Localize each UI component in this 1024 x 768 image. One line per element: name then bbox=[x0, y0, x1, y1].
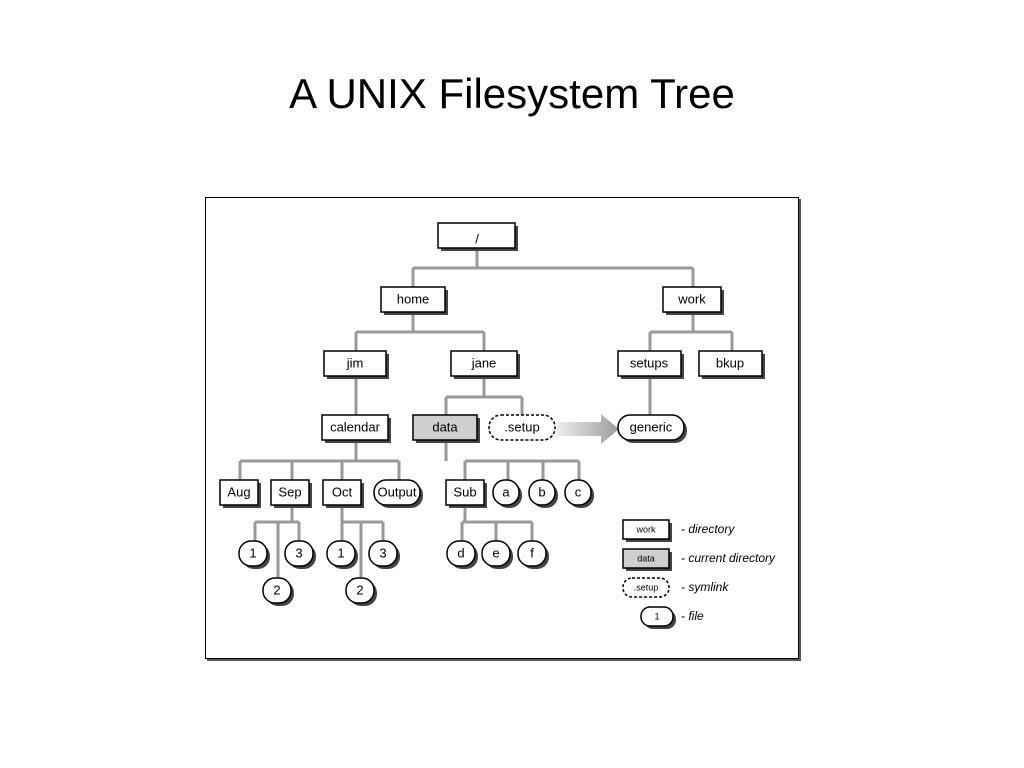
file-c: c bbox=[564, 479, 594, 508]
node-generic: generic bbox=[617, 414, 687, 443]
symlink-arrow bbox=[557, 414, 619, 444]
file-oct-1: 1 bbox=[326, 540, 358, 569]
file-d-label: d bbox=[457, 545, 464, 560]
node-work: work bbox=[662, 286, 724, 315]
node-setups: setups bbox=[617, 350, 684, 379]
node-setup-label: .setup bbox=[504, 419, 539, 434]
node-oct: Oct bbox=[322, 479, 364, 508]
legend-current-sample: data bbox=[637, 553, 655, 563]
node-sub: Sub bbox=[445, 479, 487, 508]
node-sub-label: Sub bbox=[453, 484, 476, 499]
file-oct-2: 2 bbox=[345, 577, 377, 606]
slide-title: A UNIX Filesystem Tree bbox=[289, 70, 735, 117]
legend-file: 1 - file bbox=[640, 606, 704, 629]
tree-connectors bbox=[238, 249, 734, 578]
node-data-current: data bbox=[412, 414, 480, 443]
legend-symlink-sample: .setup bbox=[634, 582, 659, 592]
legend-symlink: .setup - symlink bbox=[622, 577, 729, 598]
node-oct-label: Oct bbox=[332, 484, 353, 499]
node-jim-label: jim bbox=[346, 355, 364, 370]
node-root-label: / bbox=[475, 231, 479, 246]
node-aug-label: Aug bbox=[227, 484, 250, 499]
file-sep-1-label: 1 bbox=[249, 545, 256, 560]
legend-current-label: - current directory bbox=[681, 551, 776, 565]
legend-directory: work - directory bbox=[622, 519, 735, 542]
file-oct-3-label: 3 bbox=[379, 545, 386, 560]
node-output: Output bbox=[373, 479, 423, 508]
filesystem-tree-diagram: / home work jim jane setups bkup calenda… bbox=[219, 222, 776, 629]
file-b-label: b bbox=[538, 484, 545, 499]
file-oct-1-label: 1 bbox=[337, 545, 344, 560]
file-oct-3: 3 bbox=[368, 540, 400, 569]
node-sep: Sep bbox=[270, 479, 312, 508]
file-sep-2: 2 bbox=[262, 577, 294, 606]
node-aug: Aug bbox=[219, 479, 261, 508]
legend-symlink-label: - symlink bbox=[681, 580, 729, 594]
node-jane: jane bbox=[450, 350, 520, 379]
node-setups-label: setups bbox=[630, 355, 669, 370]
node-generic-label: generic bbox=[630, 419, 673, 434]
file-sep-1: 1 bbox=[238, 540, 270, 569]
node-calendar-label: calendar bbox=[330, 419, 381, 434]
legend: work - directory data - current director… bbox=[622, 519, 776, 629]
file-d: d bbox=[446, 540, 478, 569]
file-f: f bbox=[517, 540, 549, 569]
file-c-label: c bbox=[575, 484, 582, 499]
file-sep-2-label: 2 bbox=[273, 582, 280, 597]
file-e: e bbox=[481, 540, 513, 569]
node-jane-label: jane bbox=[471, 355, 497, 370]
file-b: b bbox=[528, 479, 558, 508]
node-root: / bbox=[437, 222, 518, 251]
legend-current-directory: data - current directory bbox=[622, 548, 776, 571]
file-e-label: e bbox=[492, 545, 499, 560]
file-sep-3: 3 bbox=[284, 540, 316, 569]
legend-file-sample: 1 bbox=[654, 611, 659, 621]
file-a-label: a bbox=[502, 484, 510, 499]
node-bkup-label: bkup bbox=[716, 355, 744, 370]
node-setup-symlink: .setup bbox=[488, 414, 556, 441]
node-output-label: Output bbox=[377, 484, 416, 499]
node-data-label: data bbox=[432, 419, 458, 434]
legend-directory-sample: work bbox=[635, 524, 656, 534]
file-f-label: f bbox=[530, 545, 534, 560]
legend-file-label: - file bbox=[681, 609, 704, 623]
legend-directory-label: - directory bbox=[681, 522, 735, 536]
node-work-label: work bbox=[677, 291, 706, 306]
node-home-label: home bbox=[397, 291, 430, 306]
node-bkup: bkup bbox=[698, 350, 765, 379]
file-a: a bbox=[492, 479, 522, 508]
file-oct-2-label: 2 bbox=[356, 582, 363, 597]
node-home: home bbox=[380, 286, 448, 315]
file-sep-3-label: 3 bbox=[295, 545, 302, 560]
node-jim: jim bbox=[323, 350, 389, 379]
filesystem-figure: / home work jim jane setups bkup calenda… bbox=[205, 197, 799, 659]
node-calendar: calendar bbox=[321, 414, 391, 443]
node-sep-label: Sep bbox=[278, 484, 301, 499]
